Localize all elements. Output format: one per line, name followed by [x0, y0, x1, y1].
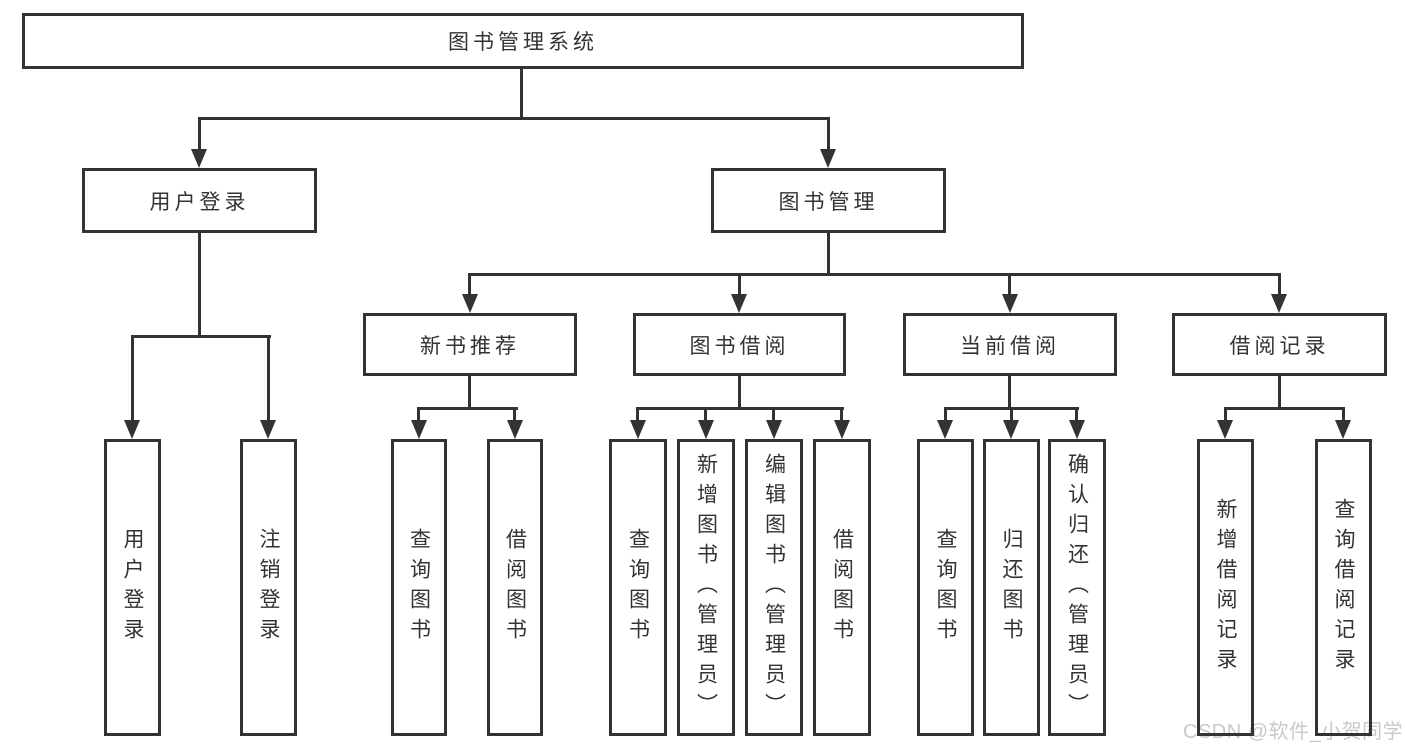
connector-drop — [1010, 407, 1013, 421]
leaf-nb-query-books: 查询图书 — [391, 439, 447, 736]
arrow-down-icon — [820, 149, 836, 168]
leaf-bb-edit-books-admin: 编辑图书（管理员） — [745, 439, 803, 736]
arrow-down-icon — [507, 420, 523, 439]
arrow-down-icon — [1002, 294, 1018, 313]
connector-drop — [704, 407, 707, 421]
node-borrowing-records: 借阅记录 — [1172, 313, 1387, 376]
connector-drop — [1342, 407, 1345, 421]
connector-drop — [131, 335, 134, 420]
node-new-book-recommend: 新书推荐 — [363, 313, 577, 376]
connector-drop — [1075, 407, 1078, 421]
node-user-login: 用户登录 — [82, 168, 317, 233]
leaf-cb-confirm-return-admin: 确认归还（管理员） — [1048, 439, 1106, 736]
connector-drop — [1224, 407, 1227, 421]
connector-drop — [772, 407, 775, 421]
connector-drop — [198, 117, 201, 150]
leaf-nb-borrow-books: 借阅图书 — [487, 439, 543, 736]
connector-drop — [840, 407, 843, 421]
connector-drop — [827, 117, 830, 150]
leaf-bb-borrow-books: 借阅图书 — [813, 439, 871, 736]
leaf-bb-query-books: 查询图书 — [609, 439, 667, 736]
arrow-down-icon — [411, 420, 427, 439]
node-current-borrowing: 当前借阅 — [903, 313, 1117, 376]
arrow-down-icon — [260, 420, 276, 439]
connector-drop — [738, 273, 741, 295]
arrow-down-icon — [1271, 294, 1287, 313]
arrow-down-icon — [834, 420, 850, 439]
connector-rail — [198, 117, 830, 120]
arrow-down-icon — [630, 420, 646, 439]
connector-rail — [1224, 407, 1345, 410]
connector-drop — [636, 407, 639, 421]
connector-rail — [636, 407, 844, 410]
connector-drop — [468, 273, 471, 295]
connector-drop — [944, 407, 947, 421]
arrow-down-icon — [937, 420, 953, 439]
leaf-br-add-record: 新增借阅记录 — [1197, 439, 1254, 736]
arrow-down-icon — [462, 294, 478, 313]
leaf-bb-add-books-admin: 新增图书（管理员） — [677, 439, 735, 736]
arrow-down-icon — [1003, 420, 1019, 439]
leaf-logout: 注销登录 — [240, 439, 297, 736]
leaf-user-login: 用户登录 — [104, 439, 161, 736]
connector-rail — [468, 273, 1281, 276]
connector-drop — [1008, 273, 1011, 295]
connector-stem — [738, 376, 741, 408]
leaf-cb-return-books: 归还图书 — [983, 439, 1040, 736]
connector-stem — [827, 233, 830, 274]
node-book-management: 图书管理 — [711, 168, 946, 233]
connector-stem — [198, 233, 201, 336]
connector-drop — [513, 407, 516, 421]
arrow-down-icon — [191, 149, 207, 168]
arrow-down-icon — [124, 420, 140, 439]
arrow-down-icon — [1069, 420, 1085, 439]
leaf-cb-query-books: 查询图书 — [917, 439, 974, 736]
arrow-down-icon — [1217, 420, 1233, 439]
connector-stem — [520, 69, 523, 117]
arrow-down-icon — [1335, 420, 1351, 439]
node-book-borrowing: 图书借阅 — [633, 313, 846, 376]
connector-rail — [131, 335, 271, 338]
connector-stem — [1008, 376, 1011, 408]
connector-drop — [1278, 273, 1281, 295]
connector-stem — [1278, 376, 1281, 408]
connector-drop — [267, 335, 270, 420]
arrow-down-icon — [766, 420, 782, 439]
leaf-br-query-record: 查询借阅记录 — [1315, 439, 1372, 736]
watermark: CSDN @软件_小贺同学 — [1183, 721, 1404, 743]
node-library-system: 图书管理系统 — [22, 13, 1024, 69]
connector-rail — [417, 407, 518, 410]
connector-stem — [468, 376, 471, 408]
arrow-down-icon — [731, 294, 747, 313]
arrow-down-icon — [698, 420, 714, 439]
connector-drop — [417, 407, 420, 421]
